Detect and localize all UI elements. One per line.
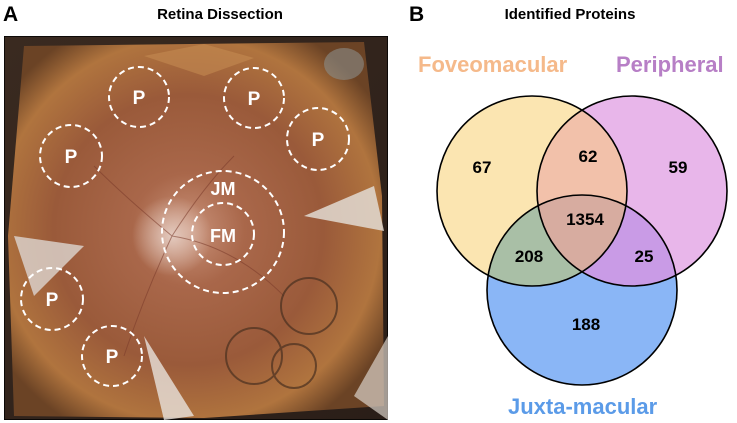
roi-label-foveomacular: FM: [210, 226, 236, 246]
roi-label-peripheral-5: P: [46, 290, 59, 311]
venn-label-peripheral: Peripheral: [616, 52, 724, 77]
roi-label-juxtamacular: JM: [210, 179, 235, 199]
roi-circle-peripheral-6: [81, 325, 143, 387]
venn-overlap-peripheral-juxtamacular: [537, 195, 677, 286]
roi-circle-peripheral-2: [223, 67, 285, 129]
venn-count-foveomacular-peripheral: 62: [579, 147, 598, 166]
panel-a-letter: A: [3, 3, 19, 26]
panel-b-title: Identified Proteins: [504, 6, 636, 23]
roi-circle-peripheral-4: [286, 107, 350, 171]
roi-label-peripheral-4: P: [312, 130, 325, 151]
retina-dissection-photo: P P P P P P JM FM: [4, 36, 388, 420]
venn-count-peripheral-only: 59: [669, 158, 688, 177]
venn-count-foveomacular-only: 67: [473, 158, 492, 177]
venn-count-all-three: 1354: [566, 210, 604, 229]
venn-count-juxtamacular-only: 188: [572, 315, 600, 334]
roi-circle-peripheral-1: [108, 66, 170, 128]
roi-circle-peripheral-3: [39, 124, 103, 188]
roi-label-peripheral-1: P: [133, 88, 146, 109]
venn-count-foveomacular-juxtamacular: 208: [515, 247, 543, 266]
venn-label-foveomacular: Foveomacular: [418, 52, 568, 77]
roi-circle-foveomacular: [191, 202, 255, 266]
venn-count-peripheral-juxtamacular: 25: [635, 247, 654, 266]
venn-diagram: 67 59 188 62 208 25 1354: [436, 95, 728, 386]
venn-overlap-foveomacular-juxtamacular: [487, 195, 627, 286]
panel-a-title: Retina Dissection: [157, 6, 283, 23]
roi-circle-juxtamacular: [161, 170, 285, 294]
roi-label-peripheral-6: P: [106, 347, 119, 368]
panel-b-letter: B: [409, 3, 425, 26]
roi-circle-peripheral-5: [20, 267, 84, 331]
roi-label-peripheral-3: P: [65, 147, 78, 168]
venn-label-juxtamacular: Juxta-macular: [508, 394, 658, 419]
roi-label-peripheral-2: P: [248, 89, 261, 110]
